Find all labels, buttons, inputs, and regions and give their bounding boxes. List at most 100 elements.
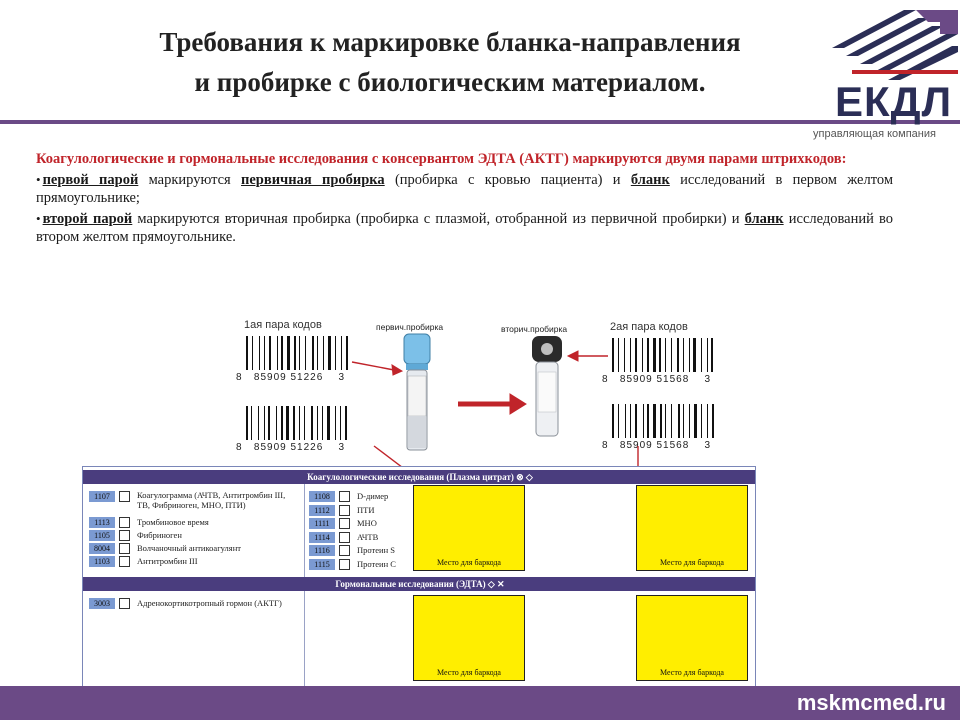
test-checkbox[interactable] — [339, 558, 350, 570]
test-checkbox[interactable] — [339, 504, 350, 516]
barcode-place-label: Место для баркода — [660, 668, 724, 677]
bullet1-phrase-c: первичная пробирка — [241, 172, 385, 188]
barcode-pair2-bottom-number: 8 85909 51568 3 — [602, 440, 711, 451]
page-title: Требования к маркировке бланка-направлен… — [70, 22, 830, 102]
test-checkbox[interactable] — [339, 545, 350, 556]
intro-text: Коагулологические и гормональные исследо… — [36, 151, 847, 167]
bullet2-phrase-d: исследований во втором желтом прямоуголь… — [36, 211, 894, 245]
red-arrow-icon — [351, 350, 608, 415]
barcode-left-digit: 8 — [236, 442, 243, 453]
test-code: 1107 — [89, 491, 115, 502]
barcode-right-digit: 3 — [704, 374, 711, 385]
bullet2-phrase-c: бланк — [744, 211, 784, 227]
tube2-label: вторич.пробирка — [501, 324, 568, 334]
test-code: 8004 — [89, 543, 115, 554]
section-hormone-header: Гормональные исследования (ЭДТА) ◇ ✕ — [83, 577, 755, 591]
barcode-pair1-bottom-number: 8 85909 51226 3 — [236, 442, 345, 453]
barcode-digits: 85909 51568 — [619, 374, 690, 385]
pair2-label: 2ая пара кодов — [610, 321, 688, 333]
section-icon: ◇ ✕ — [487, 579, 505, 589]
test-code: 1116 — [309, 545, 335, 556]
primary-tube-icon — [403, 333, 431, 451]
bullet1-phrase-b: маркируются — [138, 172, 242, 188]
test-code: 1111 — [309, 518, 335, 529]
test-name: МНО — [357, 518, 377, 528]
test-name: Волчаночный антикоагулянт — [137, 543, 241, 553]
barcode-place-2[interactable]: Место для баркода — [636, 485, 748, 571]
bullet-dot-icon: • — [36, 172, 41, 187]
barcode-digits: 85909 51226 — [253, 442, 324, 453]
barcode-right-digit: 3 — [338, 372, 345, 383]
barcode-pair2-top-number: 8 85909 51568 3 — [602, 374, 711, 385]
title-line-2: и пробирке с биологическим материалом. — [194, 67, 706, 97]
test-name: АЧТВ — [357, 531, 379, 542]
bullet1-phrase-e: бланк — [630, 172, 670, 188]
title-divider — [0, 120, 960, 124]
barcode-left-digit: 8 — [602, 440, 609, 451]
section-hormone-title: Гормональные исследования (ЭДТА) — [335, 579, 486, 589]
test-name: Адренокортикотропный гормон (АКТГ) — [137, 598, 282, 608]
barcode-place-4[interactable]: Место для баркода — [636, 595, 748, 681]
bullet-first-pair: •первой парой маркируются первичная проб… — [36, 171, 893, 207]
test-checkbox[interactable] — [119, 491, 130, 502]
test-checkbox[interactable] — [119, 530, 130, 541]
bullet1-phrase-f: исследований в первом желтом прямоугольн… — [36, 172, 894, 206]
pair1-label: 1ая пара кодов — [244, 319, 322, 331]
test-code: 1108 — [309, 491, 335, 502]
test-code: 1114 — [309, 531, 335, 543]
test-code: 3003 — [89, 598, 115, 609]
barcode-pair1-bottom — [246, 406, 353, 440]
test-checkbox[interactable] — [339, 491, 350, 502]
barcode-pair1-top — [246, 336, 353, 370]
test-code: 1105 — [89, 530, 115, 541]
test-checkbox[interactable] — [119, 517, 130, 528]
test-checkbox[interactable] — [119, 543, 130, 554]
test-checkbox[interactable] — [119, 598, 130, 609]
column-divider — [304, 484, 305, 577]
barcode-place-1[interactable]: Место для баркода — [413, 485, 525, 571]
barcode-pair2-top — [612, 338, 719, 372]
barcode-place-label: Место для баркода — [660, 558, 724, 567]
test-code: 1112 — [309, 504, 335, 516]
test-code: 1103 — [89, 556, 115, 567]
barcode-digits: 85909 51226 — [253, 372, 324, 383]
barcode-right-digit: 3 — [704, 440, 711, 451]
footer-bar — [0, 686, 960, 720]
test-code: 1115 — [309, 558, 335, 570]
tube1-label: первич.пробирка — [376, 322, 444, 332]
test-name: ПТИ — [357, 504, 375, 515]
barcode-digits: 85909 51568 — [619, 440, 690, 451]
requirements-text: Коагулологические и гормональные исследо… — [36, 150, 893, 246]
bullet-dot-icon: • — [36, 211, 41, 226]
test-name: D-димер — [357, 491, 389, 501]
barcode-pair2-bottom — [612, 404, 719, 438]
footer-site[interactable]: mskmcmed.ru — [796, 690, 946, 715]
test-name: Фибриноген — [137, 530, 182, 540]
bullet2-phrase-b: маркируются вторичная пробирка (пробирка… — [132, 211, 745, 227]
barcode-left-digit: 8 — [236, 372, 243, 383]
secondary-tube-icon — [532, 336, 562, 437]
bullet-second-pair: •второй парой маркируются вторичная проб… — [36, 210, 893, 246]
test-checkbox[interactable] — [339, 531, 350, 543]
test-name: Коагулограмма (АЧТВ, Антитромбин III, ТВ… — [137, 490, 286, 510]
bullet2-phrase-a: второй парой — [42, 211, 133, 227]
referral-form: Коагулологические исследования (Плазма ц… — [82, 466, 756, 688]
section-coagulation-header: Коагулологические исследования (Плазма ц… — [83, 470, 755, 484]
company-logo-icon — [832, 10, 958, 80]
barcode-place-label: Место для баркода — [437, 558, 501, 567]
test-name: Антитромбин III — [137, 556, 198, 566]
logo-subtitle: управляющая компания — [813, 128, 936, 140]
test-checkbox[interactable] — [119, 556, 130, 567]
test-name: Протеин C — [357, 558, 396, 569]
title-line-1: Требования к маркировке бланка-направлен… — [159, 27, 741, 57]
barcode-left-digit: 8 — [602, 374, 609, 385]
bullet1-phrase-d: (пробирка с кровью пациента) и — [384, 172, 631, 188]
section-coagulation-title: Коагулологические исследования (Плазма ц… — [307, 472, 514, 482]
test-code: 1113 — [89, 517, 115, 528]
tubes-illustration — [351, 333, 608, 451]
test-name: Тромбиновое время — [137, 517, 209, 527]
bullet1-phrase-a: первой парой — [42, 172, 139, 188]
barcode-place-3[interactable]: Место для баркода — [413, 595, 525, 681]
test-checkbox[interactable] — [339, 518, 350, 529]
section-icon: ⊗ ◇ — [516, 472, 533, 482]
